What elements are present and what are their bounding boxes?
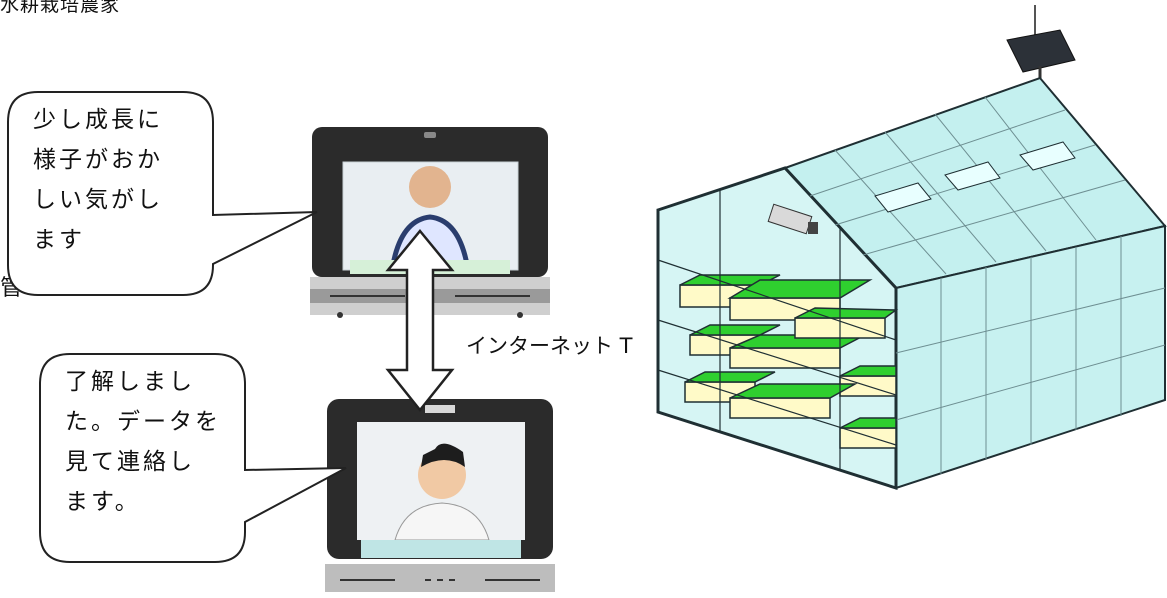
- expert-speech-bubble: [39, 353, 347, 563]
- two-way-arrow: [385, 229, 455, 413]
- expert-videophone: [325, 399, 555, 592]
- farmer-speech-bubble: [7, 91, 318, 296]
- internet-label: インターネット T: [466, 334, 633, 358]
- page-title: 水耕栽培農家: [0, 0, 121, 16]
- camera-icon: [767, 203, 818, 235]
- expert-message: 了解しまし た。データを 見て連絡し ます。: [65, 369, 221, 515]
- expert-face: [418, 451, 466, 499]
- farmer-face: [409, 166, 451, 208]
- farmer-message: 少し成長に 様子がおか しい気がし ます: [33, 107, 163, 253]
- solar-panel: [1006, 29, 1076, 73]
- greenhouse-illustration: [656, 5, 1167, 491]
